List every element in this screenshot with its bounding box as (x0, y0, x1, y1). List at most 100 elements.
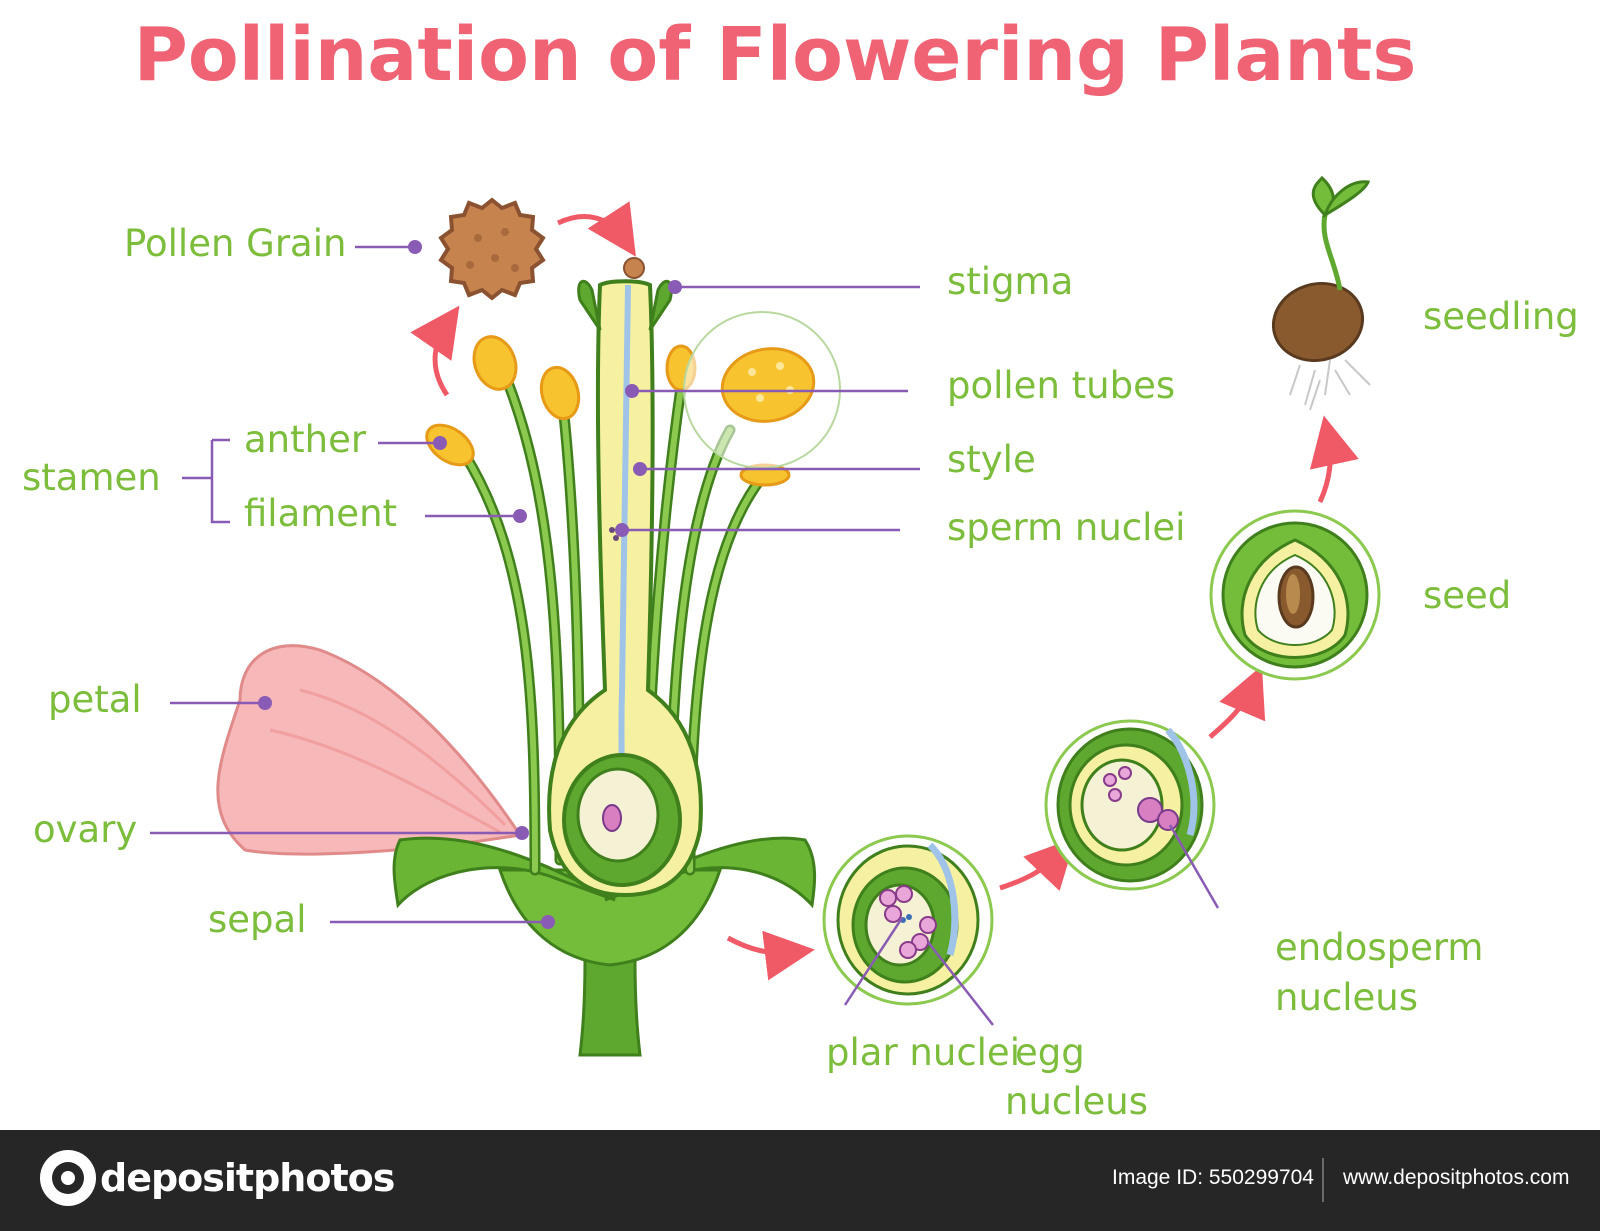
nucleus (895, 885, 913, 903)
leader-dot (408, 240, 422, 254)
stem (578, 958, 642, 1057)
seedling (1271, 175, 1371, 411)
label-endosperm-line2: nucleus (1275, 976, 1418, 1019)
label-stamen: stamen (22, 456, 161, 499)
pollen-grain-large (438, 197, 546, 301)
pollen-texture-dot (501, 228, 509, 236)
seedling-roots (1289, 359, 1371, 411)
label-pollen-tubes: pollen tubes (947, 364, 1175, 407)
leader-dot (633, 462, 647, 476)
pollen-grain-shape (438, 197, 546, 301)
arrow-pollen-to-stigma (556, 201, 636, 257)
seed-embryo-highlight (1286, 574, 1300, 614)
leader-dot (513, 509, 527, 523)
stage-1-pollen-tube (927, 842, 959, 956)
endosperm-nucleus-shape (1137, 797, 1163, 823)
pollen-texture-dot (491, 254, 499, 262)
stage-3-seed (1209, 509, 1381, 681)
page-title: Pollination of Flowering Plants (134, 12, 1417, 98)
pollen-texture-dot (466, 261, 474, 269)
seedling-leaf-2 (1322, 180, 1371, 219)
label-petal: petal (48, 678, 142, 721)
seedling-shoot (1321, 214, 1343, 291)
labels: Pollen Grain stigma pollen tubes style s… (22, 222, 1579, 1123)
pollen-dot (776, 362, 784, 370)
arrow-to-fertilization-2 (999, 837, 1076, 891)
receptacle (497, 868, 723, 967)
nucleus (1108, 788, 1122, 802)
footer-brand: depositphotos (100, 1156, 395, 1200)
nucleus (879, 889, 897, 907)
leader-plar-nuclei (843, 917, 904, 1006)
camera-icon (40, 1150, 96, 1206)
leader-dot (258, 696, 272, 710)
pollen-texture-dot (474, 234, 482, 242)
anther-large (720, 347, 816, 423)
nucleus (1118, 766, 1132, 780)
egg-cell (602, 804, 622, 832)
leader-dot (515, 826, 529, 840)
leader-lines (150, 245, 1220, 1026)
sperm-nucleus (609, 527, 615, 533)
nucleus (1103, 773, 1117, 787)
label-anther: anther (244, 418, 367, 461)
label-sepal: sepal (208, 898, 306, 941)
label-pollen-grain: Pollen Grain (124, 222, 346, 265)
label-stigma: stigma (947, 260, 1073, 303)
label-seedling: seedling (1423, 295, 1579, 338)
footer-image-id: Image ID: 550299704 (1112, 1166, 1314, 1189)
stage-1-ovule (822, 834, 994, 1006)
sperm-nucleus (906, 914, 912, 920)
pollen-texture-dot (511, 264, 519, 272)
sperm-nucleus (613, 535, 619, 541)
pollen-dot (756, 394, 764, 402)
label-sperm-nuclei: sperm nuclei (947, 506, 1185, 549)
stigma-lobe-right (648, 279, 673, 331)
stamen-bracket (182, 438, 230, 524)
pollen-dot (748, 368, 756, 376)
stigma-lobe-left (577, 279, 602, 331)
label-egg-nucleus-line1: egg (1015, 1031, 1085, 1074)
anther-1 (425, 423, 475, 467)
endosperm-nucleus-shape (1157, 809, 1179, 831)
filament-1 (462, 452, 538, 873)
arrow-to-fertilization-1 (726, 930, 815, 981)
petal-vein (269, 728, 501, 834)
leader-dot (433, 436, 447, 450)
sepal-right (604, 836, 817, 909)
anther-3 (539, 365, 581, 421)
leader-egg-nucleus (927, 941, 994, 1026)
label-endosperm-line1: endosperm (1275, 926, 1483, 969)
flower (216, 257, 841, 1057)
arrow-to-seedling (1309, 415, 1359, 504)
seedling-seed (1271, 281, 1365, 363)
nucleus (884, 905, 902, 923)
leader-endosperm (1168, 824, 1220, 909)
leader-dot (625, 384, 639, 398)
sepal-left (392, 836, 616, 909)
label-style: style (947, 438, 1036, 481)
label-egg-nucleus-line2: nucleus (1005, 1080, 1148, 1123)
stage-2-ovule (1044, 719, 1216, 891)
footer-url: www.depositphotos.com (1343, 1166, 1570, 1189)
leader-dot (615, 523, 629, 537)
petal-shape (216, 644, 523, 856)
label-seed: seed (1423, 574, 1511, 617)
leader-dot (541, 915, 555, 929)
leader-dot (668, 280, 682, 294)
nucleus (899, 941, 917, 959)
anther-2 (472, 335, 518, 391)
arrow-anther-to-pollen (410, 305, 460, 397)
pollination-diagram: Pollination of Flowering Plants (22, 12, 1579, 1123)
petal-vein (299, 688, 507, 827)
label-ovary: ovary (33, 808, 137, 851)
nucleus (919, 916, 937, 934)
label-plar-nuclei: plar nuclei (826, 1031, 1020, 1074)
label-filament: filament (244, 492, 397, 535)
pollen-on-stigma (623, 257, 645, 279)
footer-separator (1322, 1158, 1324, 1202)
arrow-to-seed (1208, 665, 1266, 739)
leader-dots (258, 240, 682, 929)
footer-bar: depositphotos Image ID: 550299704 www.de… (0, 1130, 1600, 1231)
